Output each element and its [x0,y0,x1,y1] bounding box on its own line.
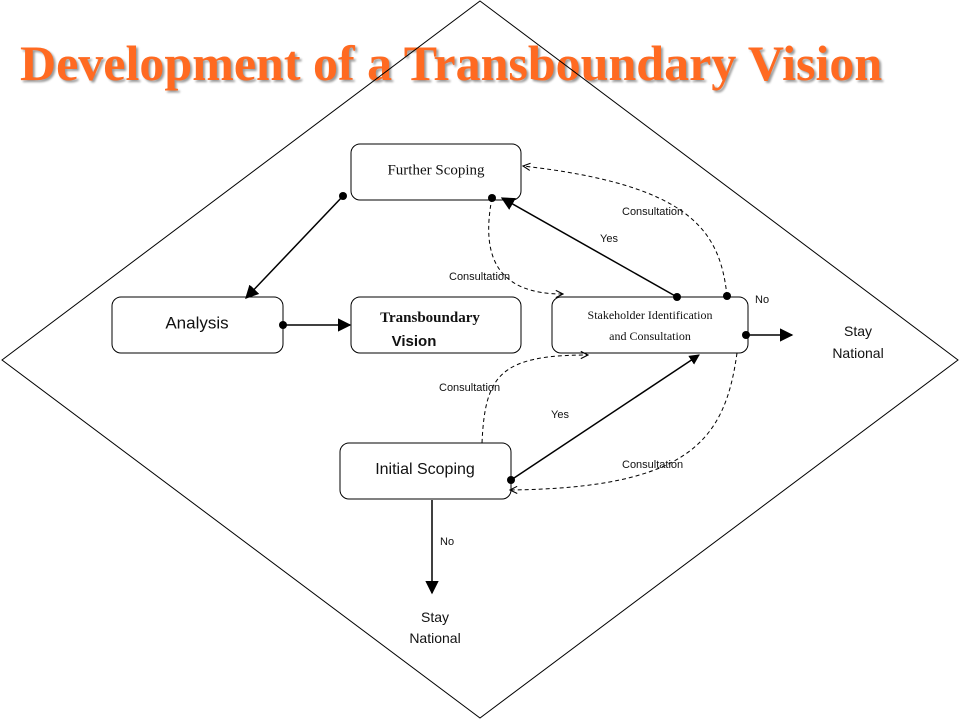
dot-stakeholder-top-right [723,292,731,300]
label-yes-upper: Yes [600,233,618,245]
arrow-stakeholder-to-further [500,197,678,298]
consult-curve-lower-left [481,355,588,444]
dot-further-bottom [488,194,496,202]
dot-stakeholder-top [673,293,681,301]
label-consultation-lower-right: Consultation [622,459,683,471]
label-consultation-top-right: Consultation [622,206,683,218]
further-scoping-node[interactable]: Further Scoping [350,143,522,201]
analysis-label: Analysis [165,313,228,332]
stay-national-right-line2: National [832,345,883,361]
label-consultation-mid-left: Consultation [449,271,510,283]
label-yes-lower: Yes [551,409,569,421]
transboundary-vision-node[interactable]: Transboundary Vision [350,296,522,354]
arrow-further-to-analysis [245,195,344,299]
stakeholder-node[interactable]: Stakeholder Identification and Consultat… [551,296,749,354]
dot-stakeholder-right [742,331,750,339]
consult-curve-top-right [523,166,728,297]
stakeholder-label-line2: and Consultation [609,329,691,343]
label-consultation-lower-left: Consultation [439,382,500,394]
consult-curve-lower-right [510,352,738,490]
arrow-initial-to-stakeholder [510,354,700,481]
stay-national-bottom-line1: Stay [421,609,449,625]
consult-curve-mid-left [488,197,563,294]
dot-analysis-right [279,321,287,329]
page-title: Development of a Transboundary Vision [20,35,883,91]
label-no-right: No [755,294,769,306]
analysis-node[interactable]: Analysis [111,296,284,354]
stay-national-bottom-line2: National [409,630,460,646]
label-no-bottom: No [440,536,454,548]
stay-national-right-line1: Stay [844,323,872,339]
stakeholder-label-line1: Stakeholder Identification [588,308,713,322]
further-scoping-label: Further Scoping [387,162,485,178]
initial-scoping-label: Initial Scoping [375,461,475,478]
dot-initial-right [507,476,515,484]
transboundary-vision-label-line1: Transboundary [380,310,480,326]
initial-scoping-node[interactable]: Initial Scoping [339,442,512,500]
transboundary-vision-label-line2: Vision [392,333,437,350]
dot-further-left [339,192,347,200]
